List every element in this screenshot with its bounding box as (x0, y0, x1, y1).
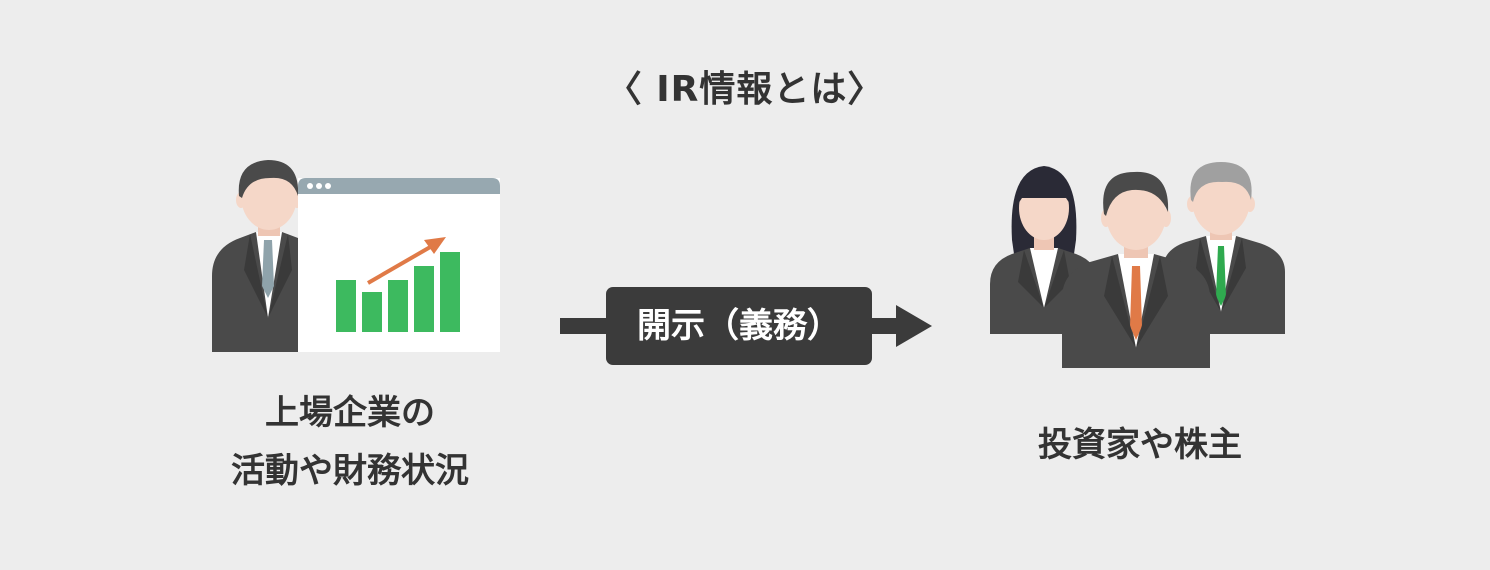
window-dot-icon (316, 183, 322, 189)
disclosure-label: 開示（義務） (606, 287, 872, 365)
chart-bar (414, 266, 434, 332)
trend-arrow-icon (366, 237, 446, 285)
chart-window (298, 178, 500, 352)
businessman-icon (212, 160, 326, 352)
investor-front-man (1062, 171, 1210, 368)
bar-series (336, 252, 460, 332)
target-label: 投資家や株主 (1038, 425, 1242, 465)
chart-bar (440, 252, 460, 332)
chart-bar (336, 280, 356, 332)
source-label: 上場企業の 活動や財務状況 (190, 384, 510, 500)
chart-bar (362, 292, 382, 332)
source-label-line2: 活動や財務状況 (231, 451, 469, 491)
source-label-line1: 上場企業の (265, 393, 435, 433)
arrow-right-icon (896, 305, 932, 347)
diagram-title: 〈 IR情報とは〉 (605, 69, 885, 110)
chart-bar (388, 280, 408, 332)
window-dot-icon (325, 183, 331, 189)
window-dot-icon (307, 183, 313, 189)
investors-icon (990, 162, 1285, 368)
